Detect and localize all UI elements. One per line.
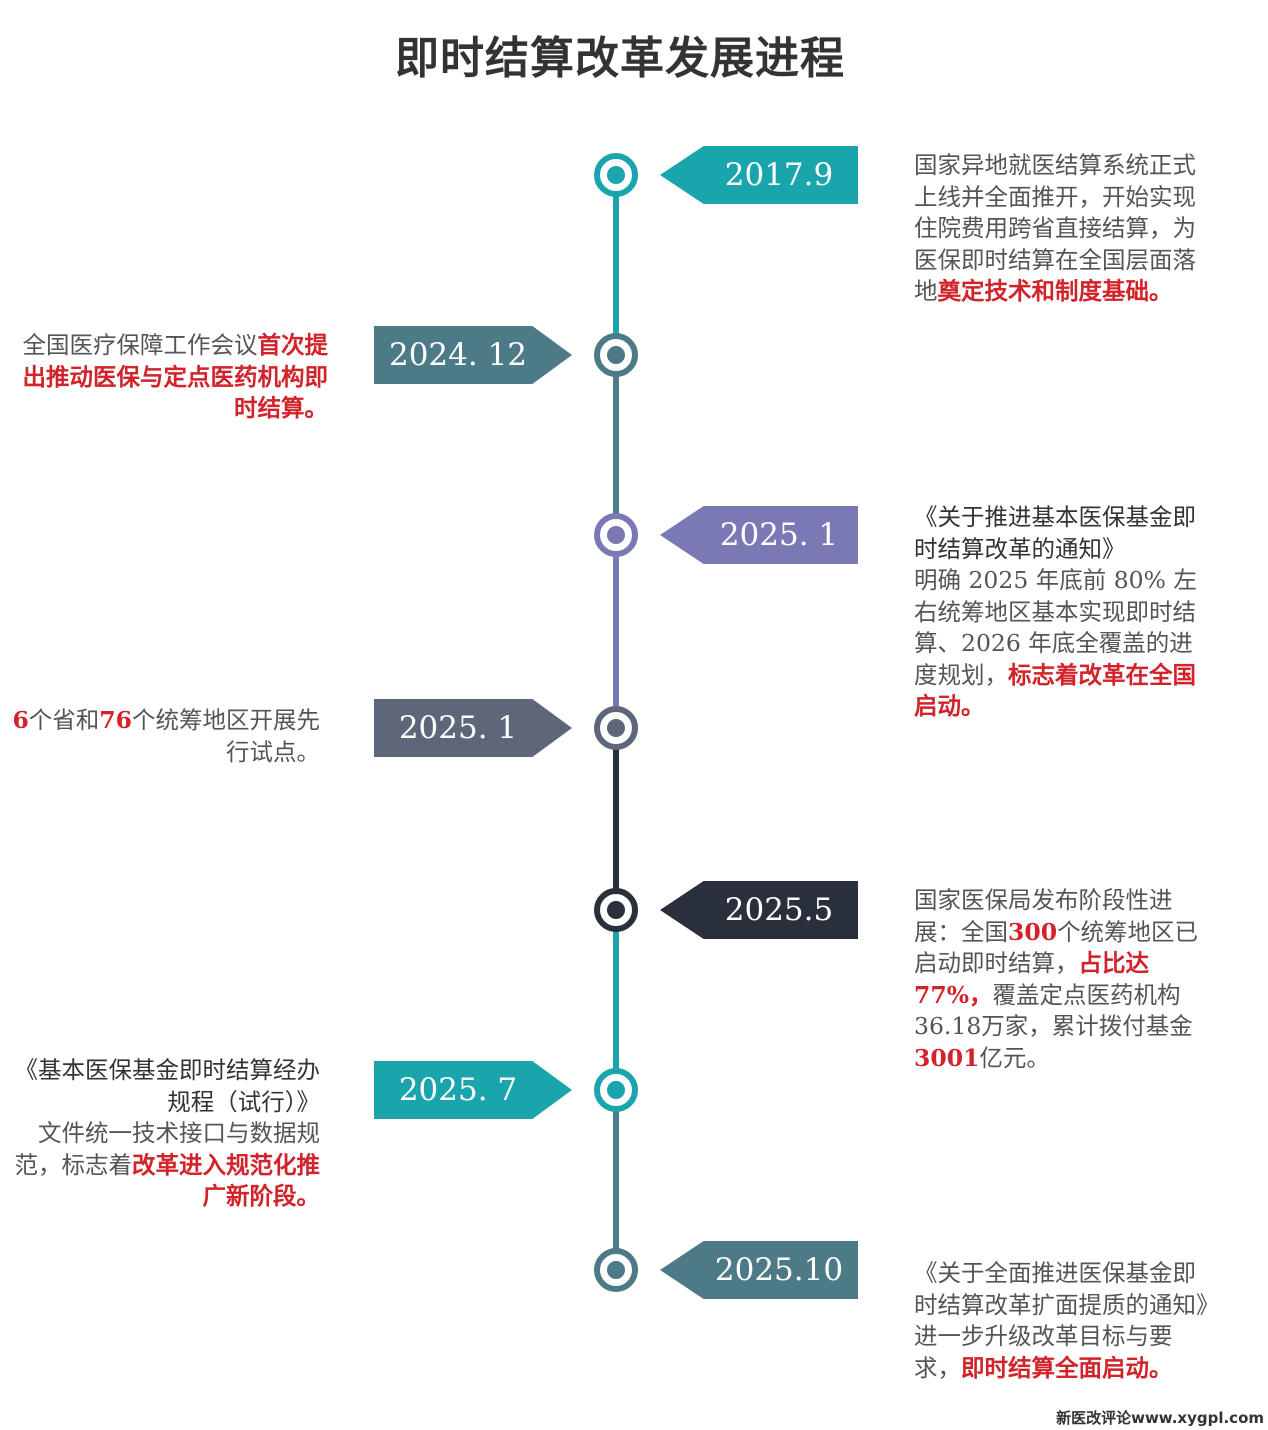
date-tag: 2025.5	[660, 881, 858, 939]
highlight-text: 3001	[914, 1043, 980, 1072]
timeline-node	[594, 888, 638, 932]
description-text: 明确 2025 年底前 80% 左右统筹地区基本实现即时结算、2026 年底全覆…	[914, 566, 1197, 689]
highlight-text: 标志着改革在全国启动。	[914, 660, 1196, 721]
description-text: 全国医疗保障工作会议	[22, 331, 258, 359]
description-text: 《基本医保基金即时结算经办规程（试行）》	[14, 1056, 321, 1116]
description-text: 覆盖定点医药机构36.18万家，累计拨付基金	[914, 980, 1193, 1041]
page-title: 即时结算改革发展进程	[395, 33, 845, 84]
description-text: 个省和	[28, 706, 100, 734]
timeline-segment	[613, 535, 619, 728]
timeline-node	[594, 333, 638, 377]
event-description: 国家异地就医结算系统正式上线并全面推开，开始实现住院费用跨省直接结算，为医保即时…	[914, 150, 1214, 308]
timeline-segment	[613, 1090, 619, 1270]
highlight-text: 76	[99, 706, 132, 734]
date-tag: 2017.9	[660, 146, 858, 204]
description-text: 文件统一技术接口与数据规范，标志着	[14, 1119, 321, 1179]
event-description: 《基本医保基金即时结算经办规程（试行）》文件统一技术接口与数据规范，标志着改革进…	[0, 1055, 321, 1213]
description-text: 个统筹地区已启动即时结算，	[914, 917, 1199, 978]
highlight-text: 6	[12, 706, 29, 734]
highlight-text: 首次提出推动医保与定点医药机构即时结算。	[22, 331, 329, 422]
date-tag: 2025. 1	[660, 506, 858, 564]
timeline-node	[594, 153, 638, 197]
highlight-text: 300	[1008, 917, 1058, 946]
date-tag: 2024. 12	[374, 326, 572, 384]
timeline-node	[594, 1068, 638, 1112]
description-text: 国家医保局发布阶段性进展：全国	[914, 886, 1173, 946]
event-description: 《关于全面推进医保基金即时结算改革扩面提质的通知》进一步升级改革目标与要求，即时…	[914, 1258, 1220, 1384]
description-text: 亿元。	[979, 1043, 1050, 1072]
description-text: 《关于推进基本医保基金即时结算改革的通知》	[914, 503, 1196, 563]
timeline-segment	[613, 728, 619, 910]
timeline-segment	[613, 355, 619, 535]
event-description: 国家医保局发布阶段性进展：全国300个统筹地区已启动即时结算，占比达77%，覆盖…	[914, 885, 1214, 1074]
description-text: 个统筹地区开展先行试点。	[132, 706, 320, 766]
highlight-text: 占比达77%，	[914, 949, 1149, 1009]
timeline-segment	[613, 175, 619, 355]
event-description: 《关于推进基本医保基金即时结算改革的通知》明确 2025 年底前 80% 左右统…	[914, 502, 1214, 723]
timeline-node	[594, 706, 638, 750]
timeline-node	[594, 513, 638, 557]
timeline-node	[594, 1248, 638, 1292]
description-text: 国家异地就医结算系统正式上线并全面推开，开始实现住院费用跨省直接结算，为医保即时…	[914, 151, 1196, 305]
event-description: 全国医疗保障工作会议首次提出推动医保与定点医药机构即时结算。	[8, 330, 329, 425]
highlight-text: 即时结算全面启动。	[961, 1353, 1173, 1382]
highlight-text: 奠定技术和制度基础。	[937, 277, 1173, 305]
date-tag: 2025.10	[660, 1241, 858, 1299]
date-tag: 2025. 1	[374, 699, 572, 757]
watermark: 新医改评论www.xygpl.com	[1056, 1409, 1264, 1427]
timeline-segment	[613, 910, 619, 1090]
description-text: 进一步升级改革目标与要求，	[914, 1322, 1173, 1382]
description-text: 《关于全面推进医保基金即时结算改革扩面提质的通知》	[914, 1259, 1220, 1319]
event-description: 6个省和76个统筹地区开展先行试点。	[0, 705, 320, 768]
highlight-text: 改革进入规范化推广新阶段。	[132, 1150, 320, 1211]
date-tag: 2025. 7	[374, 1061, 572, 1119]
